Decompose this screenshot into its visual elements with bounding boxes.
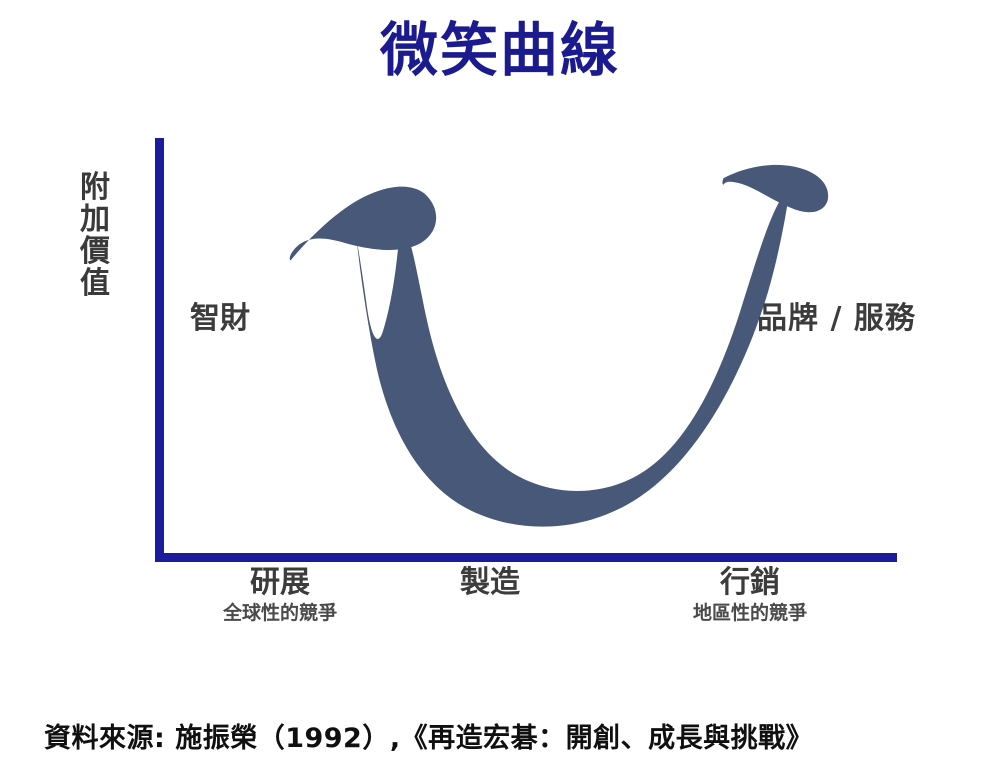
x-axis-line [155, 553, 897, 562]
y-axis-label-char-3: 價 [80, 234, 110, 269]
y-axis-label: 附 加 價 值 [78, 172, 112, 300]
x-category-marketing: 行銷 地區性的競爭 [650, 565, 850, 625]
x-category-rd-label: 研展 [250, 565, 310, 600]
x-category-marketing-label: 行銷 [720, 565, 780, 600]
x-category-rd-sublabel: 全球性的競爭 [222, 602, 337, 624]
source-note: 資料來源: 施振榮（1992）,《再造宏碁：開創、成長與挑戰》 [44, 723, 814, 754]
y-axis-label-char-4: 值 [80, 266, 110, 301]
page-title: 微笑曲線 [379, 16, 620, 84]
left-accent-stroke [289, 186, 437, 261]
x-category-manufacturing-label: 製造 [460, 565, 520, 600]
x-category-rd: 研展 全球性的競爭 [180, 565, 380, 625]
smile-curve-path [357, 194, 789, 527]
annotation-intellectual-property: 智財 [190, 301, 250, 336]
x-category-manufacturing: 製造 [390, 566, 590, 602]
x-category-marketing-sublabel: 地區性的競爭 [692, 602, 807, 624]
y-axis-label-char-2: 加 [80, 202, 110, 237]
y-axis-line [155, 138, 164, 562]
right-accent-stroke [722, 164, 829, 213]
y-axis-label-char-1: 附 [80, 170, 110, 205]
annotation-brand-service: 品牌 / 服務 [757, 301, 916, 336]
